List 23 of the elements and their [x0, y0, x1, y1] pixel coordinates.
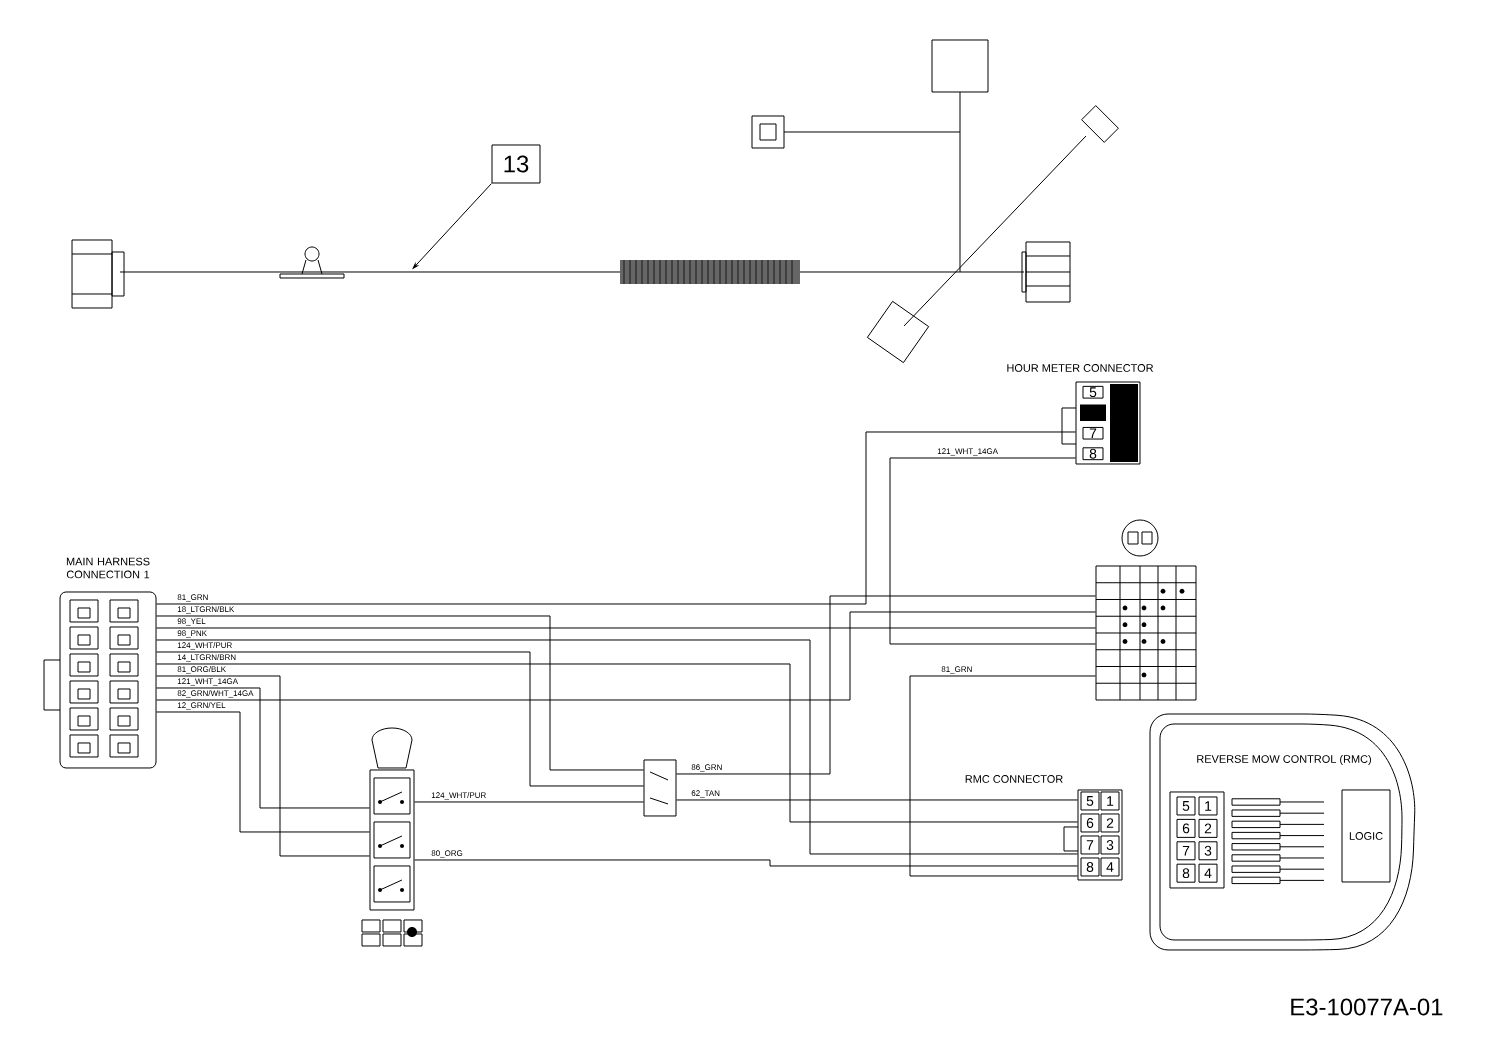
wire	[156, 651, 644, 787]
switch-drawing	[361, 727, 423, 947]
leader-line	[412, 183, 492, 269]
wire	[156, 639, 1078, 855]
relay-box	[643, 759, 677, 817]
wire	[676, 595, 1096, 775]
wire	[414, 859, 1078, 867]
wire	[676, 799, 1078, 801]
wire	[156, 675, 370, 857]
wire	[909, 675, 1096, 877]
callout-number: 13	[491, 144, 541, 184]
wire	[156, 431, 1076, 605]
wire	[889, 457, 1096, 645]
wire	[156, 711, 370, 833]
wire	[156, 615, 644, 771]
wire	[156, 627, 1096, 629]
wire	[414, 801, 644, 803]
drawing-number: E3-10077A-01	[1291, 998, 1443, 1016]
wire-harness-drawing	[71, 239, 1071, 309]
key-switch-drawing	[1095, 519, 1197, 701]
wire	[156, 663, 1078, 823]
wire	[156, 611, 1096, 701]
wire	[156, 687, 370, 809]
